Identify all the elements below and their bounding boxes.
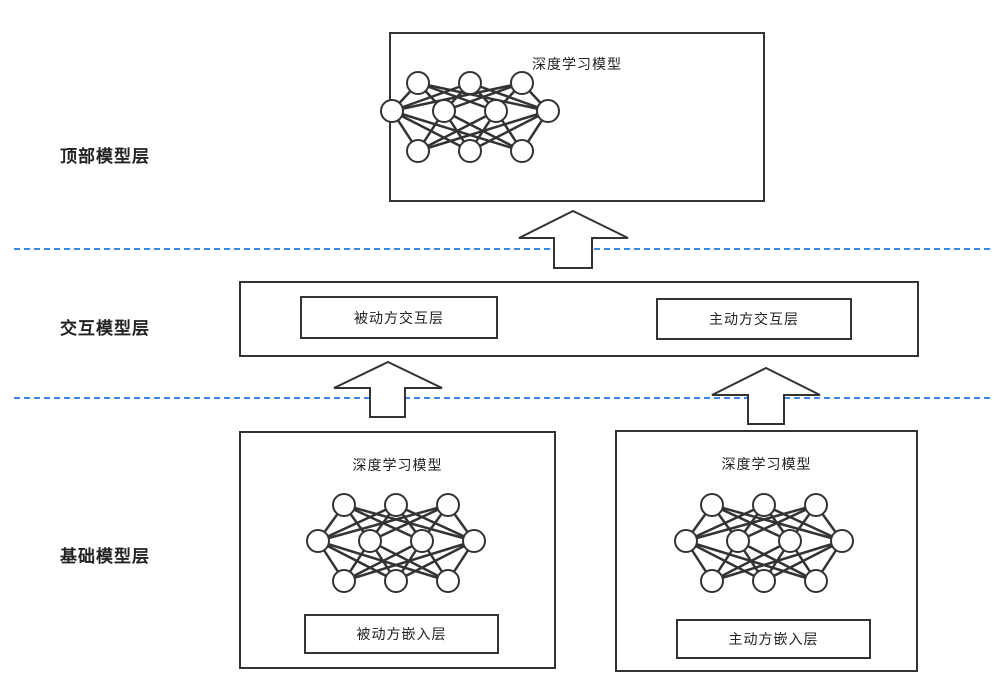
network-connection [317, 503, 449, 543]
active-interaction-layer: 主动方交互层 [656, 298, 852, 340]
network-connection [417, 109, 497, 153]
network-node [436, 569, 460, 593]
network-node [384, 493, 408, 517]
network-node [536, 99, 560, 123]
network-connection [343, 539, 423, 583]
network-node [358, 529, 382, 553]
active-embedding-layer: 主动方嵌入层 [676, 619, 871, 659]
network-connection [343, 539, 475, 583]
network-node [778, 529, 802, 553]
network-connection [469, 109, 549, 153]
base-left-title: 深度学习模型 [352, 458, 443, 474]
network-node [380, 99, 404, 123]
network-connection [711, 539, 843, 583]
network-node [804, 569, 828, 593]
network-node [484, 99, 508, 123]
divider-top [14, 248, 990, 250]
interaction-model-box: 被动方交互层 主动方交互层 [239, 281, 919, 357]
network-node [332, 569, 356, 593]
top-neural-network-icon [380, 71, 560, 163]
passive-embedding-layer: 被动方嵌入层 [304, 614, 499, 654]
network-node [332, 493, 356, 517]
network-node [700, 493, 724, 517]
network-connection [369, 503, 449, 543]
layer-label-base: 基础模型层 [60, 547, 150, 567]
base-right-neural-network-icon [674, 493, 854, 593]
network-node [462, 529, 486, 553]
network-connection [417, 109, 549, 153]
network-node [458, 139, 482, 163]
network-connection [685, 503, 817, 543]
network-node [436, 493, 460, 517]
network-node [674, 529, 698, 553]
base-left-neural-network-icon [306, 493, 486, 593]
network-node [726, 529, 750, 553]
network-connection [317, 503, 397, 543]
network-connection [443, 81, 523, 113]
network-connection [395, 539, 475, 583]
network-node [510, 71, 534, 95]
network-node [384, 569, 408, 593]
network-node [458, 71, 482, 95]
passive-interaction-layer: 被动方交互层 [300, 296, 498, 339]
top-model-title: 深度学习模型 [532, 57, 622, 73]
network-connection [737, 503, 817, 543]
network-connection [391, 81, 523, 113]
network-node [406, 139, 430, 163]
network-node [406, 71, 430, 95]
layer-label-interaction: 交互模型层 [60, 319, 150, 339]
network-node [410, 529, 434, 553]
divider-bottom [14, 397, 990, 399]
base-right-model-box: 深度学习模型 主动方嵌入层 [615, 430, 918, 672]
network-node [830, 529, 854, 553]
network-node [432, 99, 456, 123]
layer-label-top: 顶部模型层 [60, 147, 150, 167]
network-connection [391, 81, 471, 113]
network-node [804, 493, 828, 517]
network-node [510, 139, 534, 163]
network-node [306, 529, 330, 553]
base-left-model-box: 深度学习模型 被动方嵌入层 [239, 431, 556, 669]
network-node [700, 569, 724, 593]
base-right-title: 深度学习模型 [721, 457, 812, 473]
network-node [752, 493, 776, 517]
network-connection [685, 503, 765, 543]
network-node [752, 569, 776, 593]
network-connection [711, 539, 791, 583]
network-connection [763, 539, 843, 583]
